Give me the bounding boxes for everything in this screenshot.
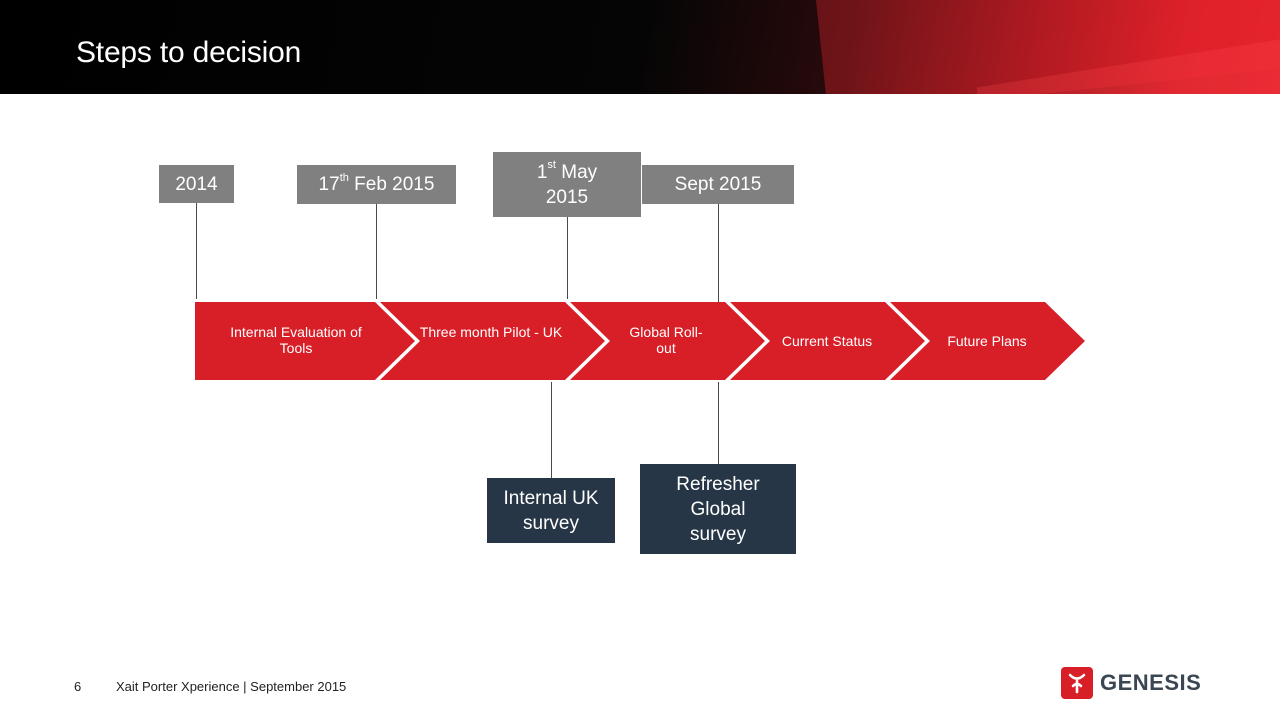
step-label: Global Roll-out (629, 324, 703, 356)
survey-box-refresher-global: Refresher Global survey (640, 464, 796, 554)
date-rest: May 2015 (545, 161, 598, 208)
date-ordinal: th (339, 171, 349, 184)
chevron-step-5 (890, 302, 1085, 380)
date-day: 1 (536, 161, 548, 183)
date-label: Sept 2015 (674, 174, 762, 195)
connector-line (718, 204, 719, 302)
date-rest: Feb 2015 (348, 174, 435, 195)
genesis-logo: GENESIS (1061, 667, 1201, 699)
date-day: 17 (318, 174, 340, 195)
logo-wordmark: GENESIS (1100, 670, 1202, 695)
chevron-step-1 (195, 302, 415, 380)
header-banner (0, 0, 1280, 94)
chevron-step-2 (380, 302, 605, 380)
date-box-may-2015: 1st May 2015 (493, 152, 641, 217)
connector-line (376, 204, 377, 299)
date-label: 2014 (175, 173, 218, 195)
chevron-step-3 (570, 302, 765, 380)
survey-box-internal-uk: Internal UK survey (487, 478, 615, 543)
step-label: Three month Pilot - UK (419, 324, 563, 340)
footer-text: Xait Porter Xperience | September 2015 (116, 679, 347, 694)
date-box-sept-2015: Sept 2015 (642, 165, 794, 204)
connector-line (567, 217, 568, 299)
chevron-step-4 (730, 302, 925, 380)
date-box-feb-2015: 17th Feb 2015 (297, 165, 456, 204)
page-number: 6 (74, 679, 82, 694)
connector-line (196, 203, 197, 299)
date-box-2014: 2014 (159, 165, 234, 203)
survey-label: Internal UK survey (503, 487, 599, 534)
step-label: Future Plans (947, 333, 1027, 349)
date-label: 17th Feb 2015 (319, 172, 435, 197)
page-title: Steps to decision (76, 36, 302, 69)
connector-line (551, 382, 552, 478)
connector-line (718, 382, 719, 464)
genesis-logo-icon (1061, 667, 1093, 699)
step-label: Current Status (781, 333, 873, 349)
date-label: 1st May 2015 (517, 160, 617, 210)
date-ordinal: st (547, 159, 556, 172)
step-label: Internal Evaluation of Tools (230, 324, 362, 356)
survey-label: Refresher Global survey (676, 473, 760, 545)
